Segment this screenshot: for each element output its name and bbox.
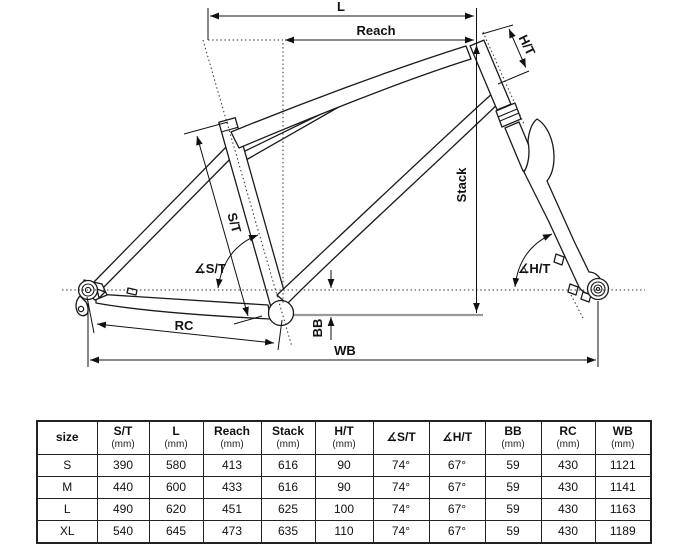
col-header-st: S/T(mm) xyxy=(96,420,150,455)
cell: 625 xyxy=(260,498,316,521)
top-tube xyxy=(230,45,472,149)
cell: 90 xyxy=(314,476,374,499)
ht-extension-bottom xyxy=(497,70,530,85)
headset-spacers xyxy=(495,102,522,128)
cell: 59 xyxy=(484,520,542,544)
cell-size: S xyxy=(36,454,98,477)
dimensions: L Reach Stack H/T S/T ∡S/T ∡H/T xyxy=(86,0,599,367)
frame-drawing xyxy=(75,39,610,327)
col-header-l: L(mm) xyxy=(148,420,204,455)
cell: 59 xyxy=(484,476,542,499)
cell: 620 xyxy=(148,498,204,521)
geometry-table: size S/T(mm) L(mm) Reach(mm) Stack(mm) H… xyxy=(36,420,652,544)
label-ht-angle: ∡H/T xyxy=(518,261,551,276)
cell: 433 xyxy=(202,476,262,499)
cell: 390 xyxy=(96,454,150,477)
label-stack: Stack xyxy=(454,167,469,202)
cell: 635 xyxy=(260,520,316,544)
rc-extension-right xyxy=(277,319,283,351)
cell: 74° xyxy=(372,476,430,499)
table-row-xl: XL 540 645 473 635 110 74° 67° 59 430 11… xyxy=(36,520,652,544)
label-st-angle: ∡S/T xyxy=(194,261,226,276)
cell: 59 xyxy=(484,498,542,521)
label-l: L xyxy=(337,0,345,14)
col-header-reach: Reach(mm) xyxy=(202,420,262,455)
label-wb: WB xyxy=(334,343,356,358)
col-header-ht: H/T(mm) xyxy=(314,420,374,455)
down-tube xyxy=(276,90,504,305)
cell: 67° xyxy=(428,498,486,521)
label-ht: H/T xyxy=(516,32,539,57)
cell: 67° xyxy=(428,520,486,544)
ht-dimension-line xyxy=(508,28,527,68)
cell: 1189 xyxy=(594,520,652,544)
cell: 74° xyxy=(372,454,430,477)
header-row: size S/T(mm) L(mm) Reach(mm) Stack(mm) H… xyxy=(36,420,652,455)
cell: 645 xyxy=(148,520,204,544)
col-header-st-angle: ∡S/T xyxy=(372,420,430,455)
cell: 100 xyxy=(314,498,374,521)
label-bb: BB xyxy=(310,319,325,338)
brake-mount-tab xyxy=(553,253,565,266)
chain-stay xyxy=(95,293,272,320)
cell: 540 xyxy=(96,520,150,544)
dropout-cutout xyxy=(96,288,106,299)
cell: 1163 xyxy=(594,498,652,521)
cell: 59 xyxy=(484,454,542,477)
cell: 90 xyxy=(314,454,374,477)
cell: 413 xyxy=(202,454,262,477)
cell: 616 xyxy=(260,476,316,499)
cell: 430 xyxy=(540,454,596,477)
cell: 600 xyxy=(148,476,204,499)
rc-dimension-line xyxy=(96,321,275,346)
cell: 430 xyxy=(540,520,596,544)
table-row-l: L 490 620 451 625 100 74° 67° 59 430 116… xyxy=(36,498,652,521)
bottom-bracket xyxy=(267,299,295,327)
cell-size: XL xyxy=(36,520,98,544)
label-rc: RC xyxy=(175,318,194,333)
col-header-size: size xyxy=(36,420,98,455)
cell: 430 xyxy=(540,498,596,521)
cell: 74° xyxy=(372,498,430,521)
cell: 473 xyxy=(202,520,262,544)
construction-lines xyxy=(62,31,645,348)
bike-geometry-diagram: L Reach Stack H/T S/T ∡S/T ∡H/T xyxy=(62,0,645,367)
cell: 67° xyxy=(428,476,486,499)
cell: 1121 xyxy=(594,454,652,477)
disc-mount xyxy=(126,287,138,296)
cell: 1141 xyxy=(594,476,652,499)
steering-axis-upper xyxy=(482,31,525,125)
front-hub xyxy=(586,277,610,301)
col-header-rc: RC(mm) xyxy=(540,420,596,455)
ht-angle-arc xyxy=(512,233,553,288)
cell: 74° xyxy=(372,520,430,544)
col-header-wb: WB(mm) xyxy=(594,420,652,455)
col-header-stack: Stack(mm) xyxy=(260,420,316,455)
seat-collar xyxy=(221,126,239,133)
ht-extension-top xyxy=(481,24,514,35)
table-row-s: S 390 580 413 616 90 74° 67° 59 430 1121 xyxy=(36,454,652,477)
cell-size: M xyxy=(36,476,98,499)
cell: 490 xyxy=(96,498,150,521)
cell: 616 xyxy=(260,454,316,477)
st-extension-top xyxy=(183,121,229,135)
cell: 110 xyxy=(314,520,374,544)
label-reach: Reach xyxy=(356,23,395,38)
brake-mount-tab xyxy=(567,283,579,296)
cell: 430 xyxy=(540,476,596,499)
cell-size: L xyxy=(36,498,98,521)
cell: 580 xyxy=(148,454,204,477)
derailleur-pulley xyxy=(77,305,85,313)
steering-axis-lower xyxy=(570,294,585,321)
col-header-bb: BB(mm) xyxy=(484,420,542,455)
table-row-m: M 440 600 433 616 90 74° 67° 59 430 1141 xyxy=(36,476,652,499)
st-angle-arc xyxy=(216,234,259,289)
cell: 451 xyxy=(202,498,262,521)
cell: 440 xyxy=(96,476,150,499)
col-header-ht-angle: ∡H/T xyxy=(428,420,486,455)
label-st: S/T xyxy=(224,211,244,235)
cell: 67° xyxy=(428,454,486,477)
